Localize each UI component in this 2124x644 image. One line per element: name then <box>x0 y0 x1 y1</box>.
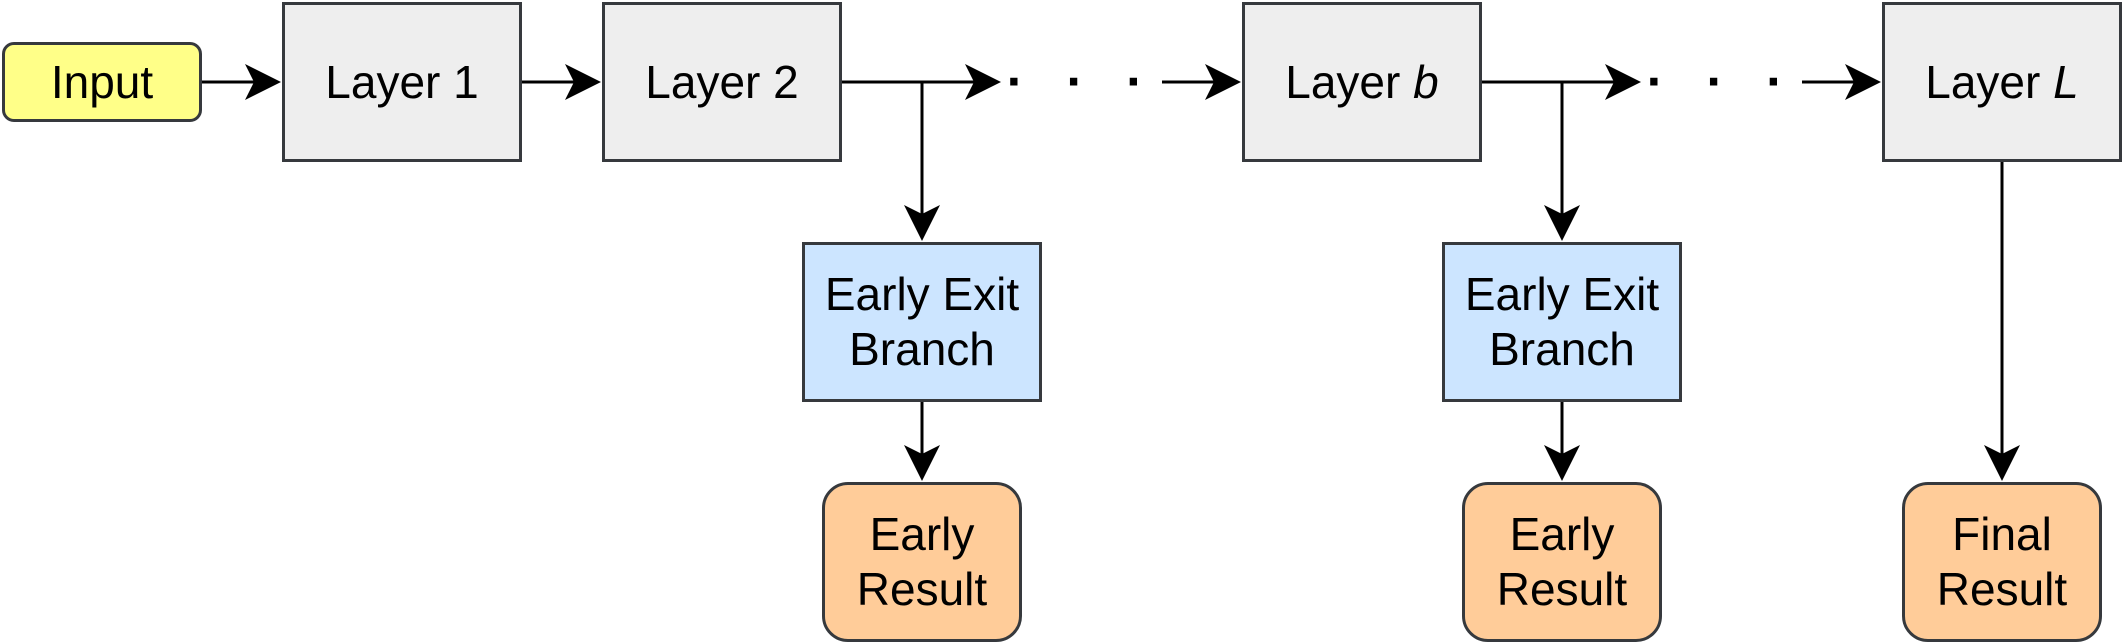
ellipsis-2: · · · <box>1642 42 1802 122</box>
layer-b-prefix: Layer <box>1285 55 1414 108</box>
early-exit-branch-2-label: Early Exit Branch <box>1465 267 1659 377</box>
early-exit-branch-1-label: Early Exit Branch <box>825 267 1019 377</box>
exit1-line1: Early Exit <box>824 268 1020 320</box>
layer-2-node: Layer 2 <box>602 2 842 162</box>
exit1-line2: Branch <box>849 323 995 375</box>
layer-1-label: Layer 1 <box>325 55 479 108</box>
ellipsis-1: · · · <box>1002 42 1162 122</box>
ellipsis-2-text: · · · <box>1646 53 1798 111</box>
layer-b-var: b <box>1413 55 1439 108</box>
exit2-line1: Early Exit <box>1464 268 1660 320</box>
layer-L-label: Layer L <box>1925 55 2078 110</box>
layer-L-prefix: Layer <box>1925 55 2054 108</box>
early-result-1: Early Result <box>822 482 1022 642</box>
input-label: Input <box>50 55 154 108</box>
final-line2: Result <box>1936 563 2068 615</box>
result2-line2: Result <box>1496 563 1628 615</box>
layer-L-node: Layer L <box>1882 2 2122 162</box>
final-result-label: Final Result <box>1937 507 2067 617</box>
early-exit-branch-1: Early Exit Branch <box>802 242 1042 402</box>
input-node: Input <box>2 42 202 122</box>
result2-line1: Early <box>1509 508 1615 560</box>
final-line1: Final <box>1952 508 2052 560</box>
final-result: Final Result <box>1902 482 2102 642</box>
layer-2-label: Layer 2 <box>645 55 799 108</box>
early-result-2: Early Result <box>1462 482 1662 642</box>
layer-b-node: Layer b <box>1242 2 1482 162</box>
early-exit-branch-2: Early Exit Branch <box>1442 242 1682 402</box>
early-result-1-label: Early Result <box>857 507 987 617</box>
exit2-line2: Branch <box>1489 323 1635 375</box>
ellipsis-1-text: · · · <box>1006 53 1158 111</box>
layer-L-var: L <box>2053 55 2079 108</box>
layer-b-label: Layer b <box>1285 55 1438 110</box>
early-result-2-label: Early Result <box>1497 507 1627 617</box>
result1-line2: Result <box>856 563 988 615</box>
layer-1-node: Layer 1 <box>282 2 522 162</box>
result1-line1: Early <box>869 508 975 560</box>
